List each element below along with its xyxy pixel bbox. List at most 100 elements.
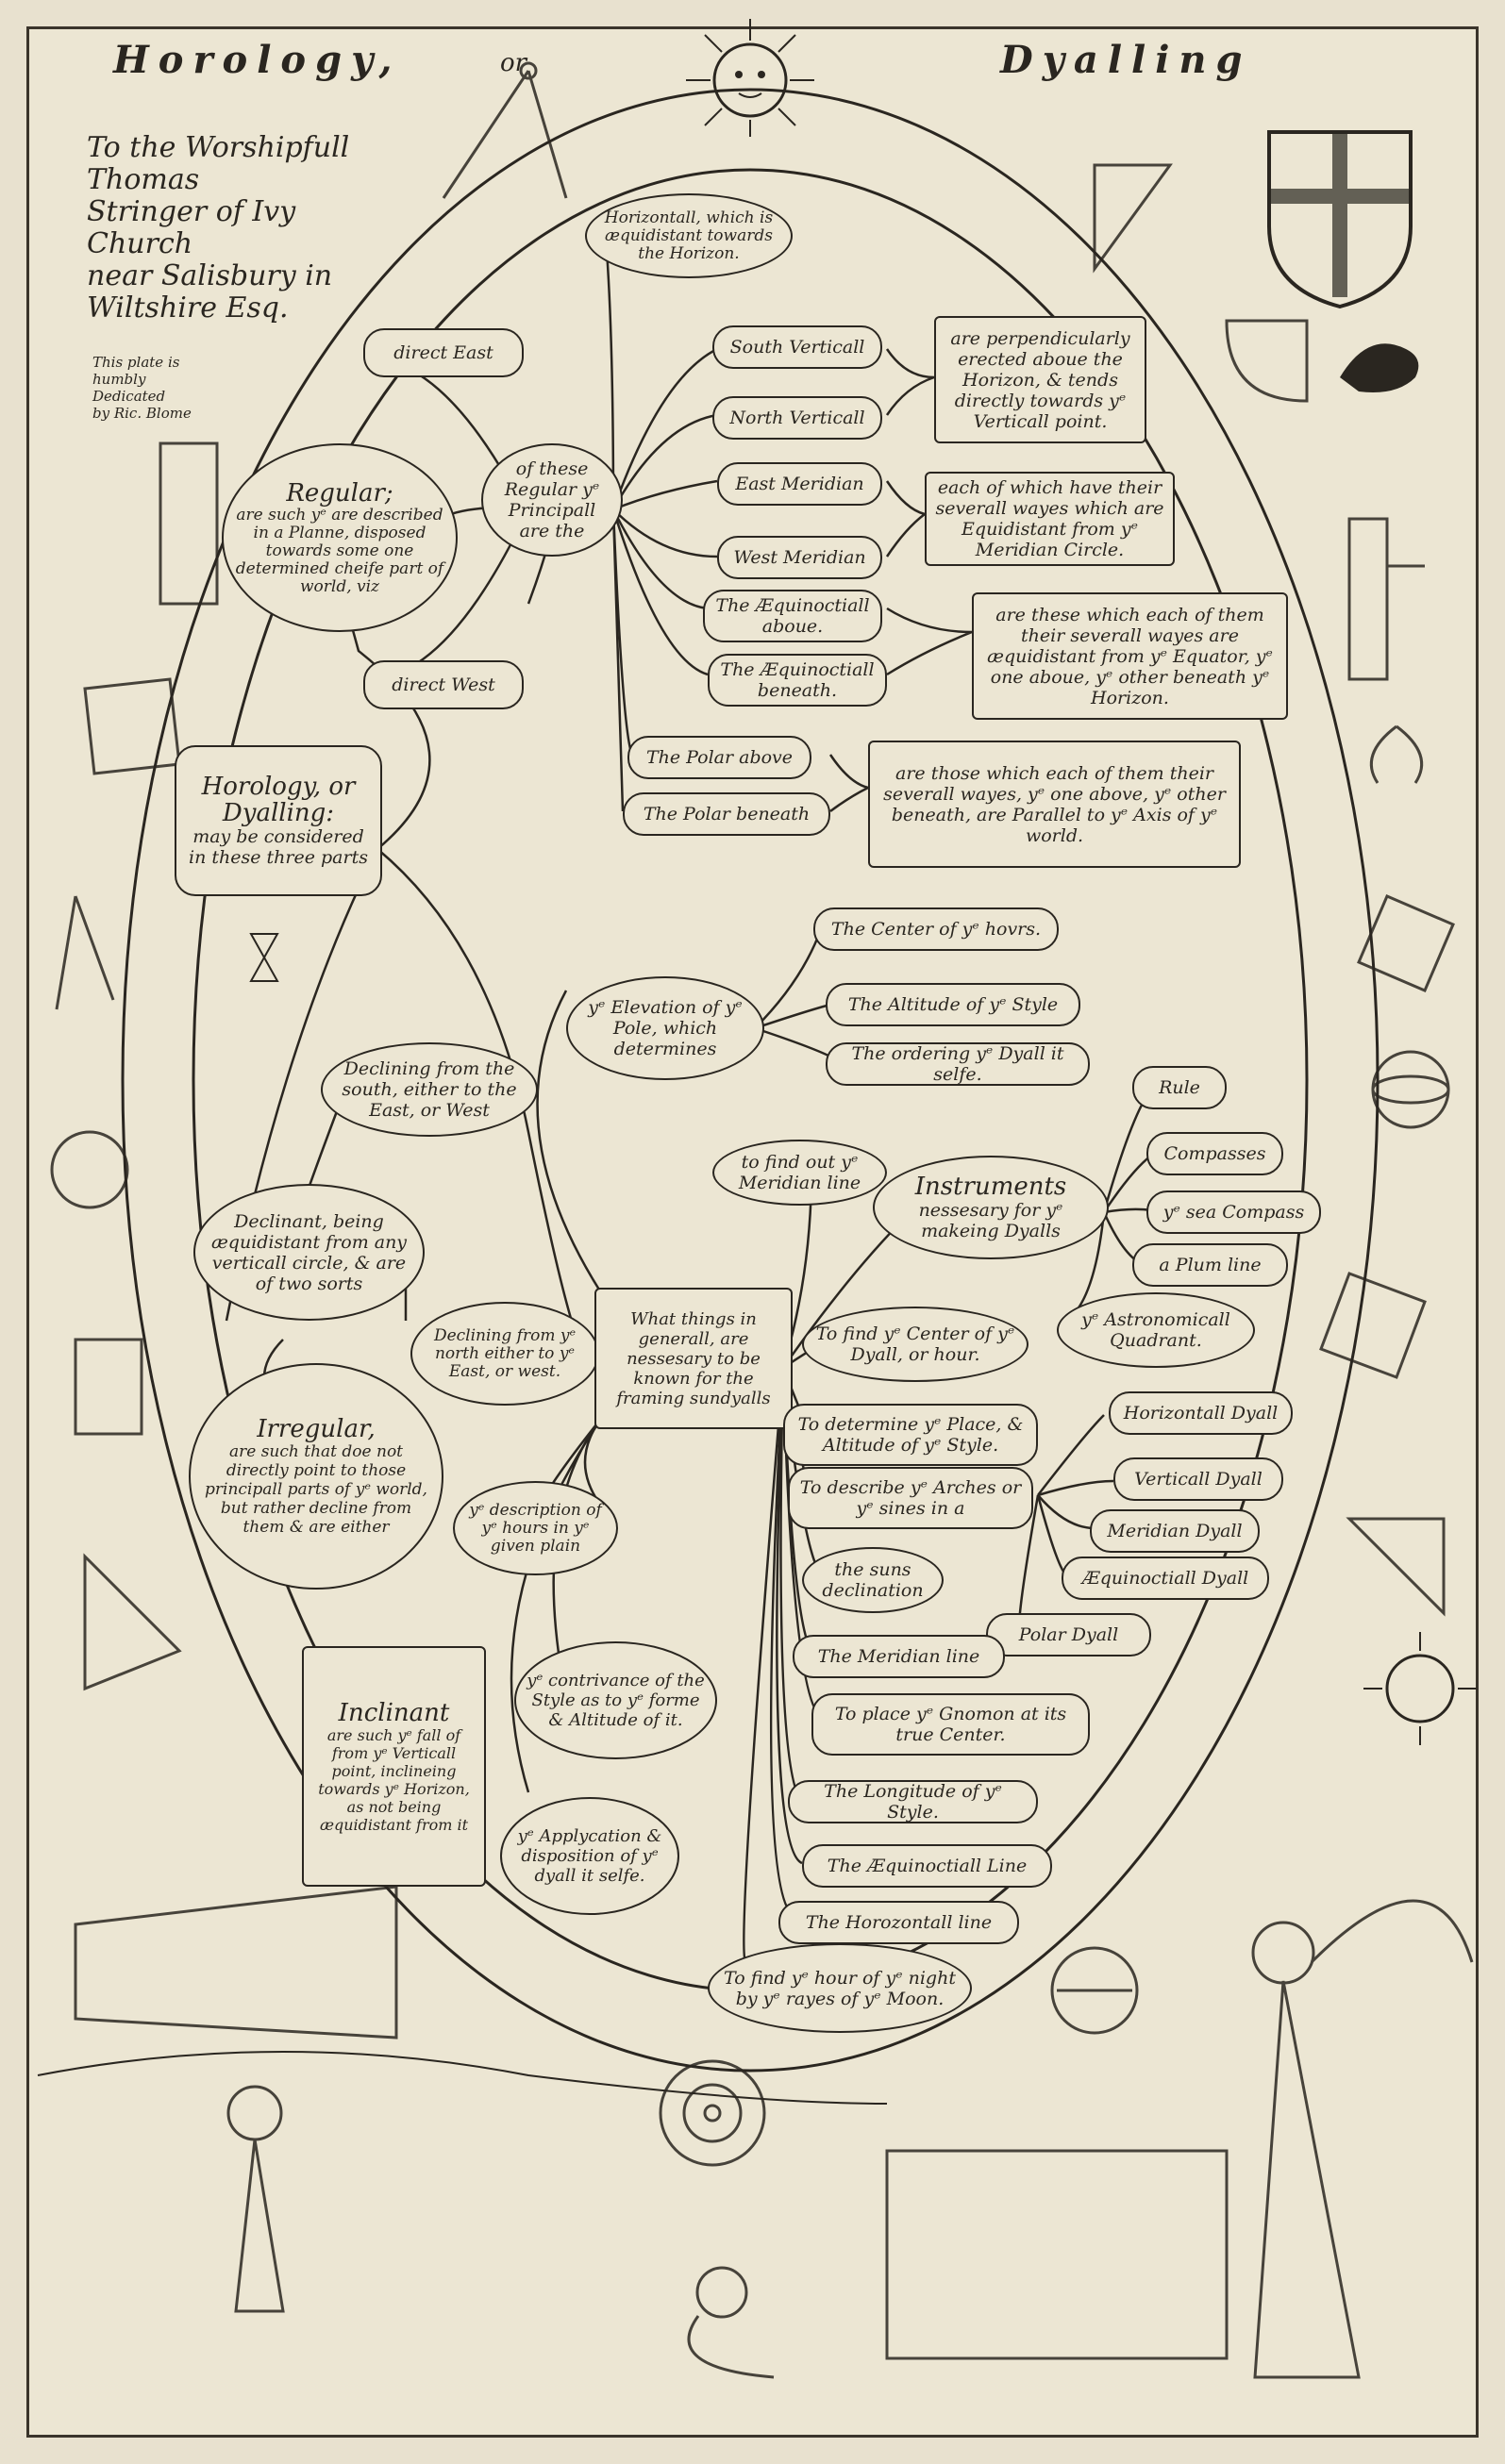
plate-note: This plate is humbly Dedicated by Ric. B… (92, 354, 206, 422)
elevation-node: yᵉ Elevation of yᵉ Pole, which determine… (566, 976, 764, 1080)
triangle-icon (83, 1553, 182, 1691)
root-line: in these three parts (189, 847, 368, 868)
describe-arches-node: To describe yᵉ Arches or yᵉ sines in a (788, 1467, 1033, 1529)
gnomon-node: To place yᵉ Gnomon at its true Center. (811, 1693, 1090, 1756)
square-rule-icon (1347, 517, 1425, 681)
ring-dial-icon (1050, 1946, 1139, 2035)
longitude-node: The Longitude of yᵉ Style. (788, 1780, 1038, 1823)
root-cartouche: Horology, or Dyalling: may be considered… (175, 745, 382, 896)
horizontall-dyall-node: Horizontall Dyall (1109, 1391, 1293, 1435)
root-line: Dyalling: (222, 799, 335, 827)
vertical-box: are perpendicularly erected aboue the Ho… (934, 316, 1146, 443)
ordering-node: The ordering yᵉ Dyall it selfe. (826, 1042, 1090, 1086)
raven-crest-icon (1340, 343, 1419, 392)
figure-left-icon (226, 2085, 285, 2313)
equator-box: are these which each of them their sever… (972, 592, 1288, 720)
inclinant-title: Inclinant (338, 1698, 450, 1727)
irregular-title: Irregular, (257, 1415, 376, 1443)
title-right: Dyalling (1000, 38, 1252, 82)
root-line: may be considered (192, 826, 364, 847)
polar-box: are those which each of them their sever… (868, 741, 1241, 868)
find-center-node: To find yᵉ Center of yᵉ Dyall, or hour. (802, 1307, 1028, 1382)
contrivance-node: yᵉ contrivance of the Style as to yᵉ for… (514, 1641, 717, 1759)
compass-icon (442, 61, 568, 199)
meridian-dyall-node: Meridian Dyall (1090, 1509, 1260, 1553)
determine-place-node: To determine yᵉ Place, & Altitude of yᵉ … (783, 1404, 1038, 1466)
instruments-title: Instruments (914, 1173, 1067, 1201)
dividers-icon (1369, 724, 1424, 784)
irregular-node: Irregular, are such that doe not directl… (189, 1363, 443, 1590)
angel-figure-icon (1251, 1899, 1474, 2379)
horizontall-node: Horizontall, which is æquidistant toward… (585, 193, 793, 278)
figure-center-icon (687, 2266, 775, 2379)
aequinoctiall-dyall-node: Æquinoctiall Dyall (1062, 1557, 1269, 1600)
coat-of-arms-icon (1267, 130, 1413, 309)
south-verticall-node: South Verticall (712, 325, 882, 369)
square-dial-icon (1319, 1272, 1427, 1379)
plane-dial-icon (1357, 894, 1455, 992)
dedication: To the Worshipfull Thomas Stringer of Iv… (87, 132, 370, 325)
instruments-desc: nessesary for yᵉ makeing Dyalls (918, 1200, 1063, 1241)
gear-dial-icon (50, 1130, 129, 1209)
declinant-node: Declinant, being æquidistant from any ve… (193, 1184, 425, 1321)
horizontall-line-node: The Horozontall line (778, 1901, 1019, 1944)
sun-face-icon (1363, 1632, 1477, 1745)
direct-east-node: direct East (363, 328, 524, 377)
west-meridian-node: West Meridian (717, 536, 882, 579)
east-meridian-node: East Meridian (717, 462, 882, 506)
hourglass-icon (249, 933, 279, 982)
inclinant-node: Inclinant are such yᵉ fall of from yᵉ Ve… (302, 1646, 486, 1887)
meridian-box: each of which have their severall wayes … (925, 472, 1175, 566)
direct-west-node: direct West (363, 660, 524, 709)
outer-ring (121, 88, 1380, 2073)
description-hours-node: yᵉ description of yᵉ hours in yᵉ given p… (453, 1481, 618, 1575)
sun-icon (686, 19, 814, 137)
altitude-style-node: The Altitude of yᵉ Style (826, 983, 1080, 1026)
dedication-line: near Salisbury in (87, 259, 333, 292)
rule-node: Rule (1132, 1066, 1227, 1109)
declining-north-node: Declining from yᵉ north either to yᵉ Eas… (410, 1302, 599, 1406)
polar-above-node: The Polar above (627, 736, 811, 779)
armillary-sphere-icon (1371, 1050, 1450, 1129)
dedication-line: Stringer of Ivy Church (87, 195, 296, 260)
regular-desc: are such yᵉ are described in a Planne, d… (235, 505, 444, 596)
of-these-node: of these Regular yᵉ Principall are the (481, 443, 623, 557)
application-node: yᵉ Applycation & disposition of yᵉ dyall… (500, 1797, 679, 1915)
protractor-icon (1346, 1517, 1446, 1617)
polar-dyall-node: Polar Dyall (986, 1613, 1151, 1657)
plate-note-line: This plate is (92, 354, 180, 371)
meridian-line-find-node: to find out yᵉ Meridian line (712, 1140, 887, 1206)
plum-line-node: a Plum line (1132, 1243, 1288, 1287)
irregular-desc: are such that doe not directly point to … (205, 1442, 427, 1537)
root-line: Horology, or (201, 773, 356, 801)
circular-dial-icon (659, 2059, 766, 2167)
sea-compass-node: yᵉ sea Compass (1146, 1190, 1321, 1234)
inclinant-desc: are such yᵉ fall of from yᵉ Verticall po… (318, 1725, 470, 1834)
dedication-line: Wiltshire Esq. (87, 291, 289, 325)
ruler-icon (159, 441, 219, 606)
regular-title: Regular; (286, 478, 393, 508)
quadrant-icon (1225, 319, 1309, 403)
polar-beneath-node: The Polar beneath (623, 792, 830, 836)
center-hours-node: The Center of yᵉ hovrs. (813, 907, 1059, 951)
instruments-node: Instruments nessesary for yᵉ makeing Dya… (873, 1156, 1109, 1259)
dedication-line: To the Worshipfull Thomas (87, 131, 350, 196)
title-left: Horology, (113, 38, 402, 82)
compasses-node: Compasses (1146, 1132, 1283, 1175)
left-dividers-icon (55, 895, 115, 1010)
aequinoctiall-line-node: The Æquinoctiall Line (802, 1844, 1052, 1888)
hour-night-node: To find yᵉ hour of yᵉ night by yᵉ rayes … (708, 1943, 972, 2033)
quadrant-node: yᵉ Astronomicall Quadrant. (1057, 1292, 1255, 1368)
meridian-line-node: The Meridian line (793, 1635, 1005, 1678)
landscape-horizon (37, 2051, 888, 2105)
pedestal-icon (885, 2149, 1229, 2360)
bracket-icon (74, 1338, 143, 1436)
plate-note-line: by Ric. Blome (92, 405, 192, 422)
declining-south-node: Declining from the south, either to the … (321, 1042, 538, 1137)
aequinoctiall-beneath-node: The Æquinoctiall beneath. (708, 654, 887, 707)
verticall-dyall-node: Verticall Dyall (1113, 1457, 1283, 1501)
aequinoctiall-above-node: The Æquinoctiall aboue. (703, 590, 882, 642)
set-square-icon (1093, 163, 1173, 274)
what-things-node: What things in generall, are nessesary t… (594, 1288, 793, 1429)
plate-note-line: humbly Dedicated (92, 371, 166, 405)
